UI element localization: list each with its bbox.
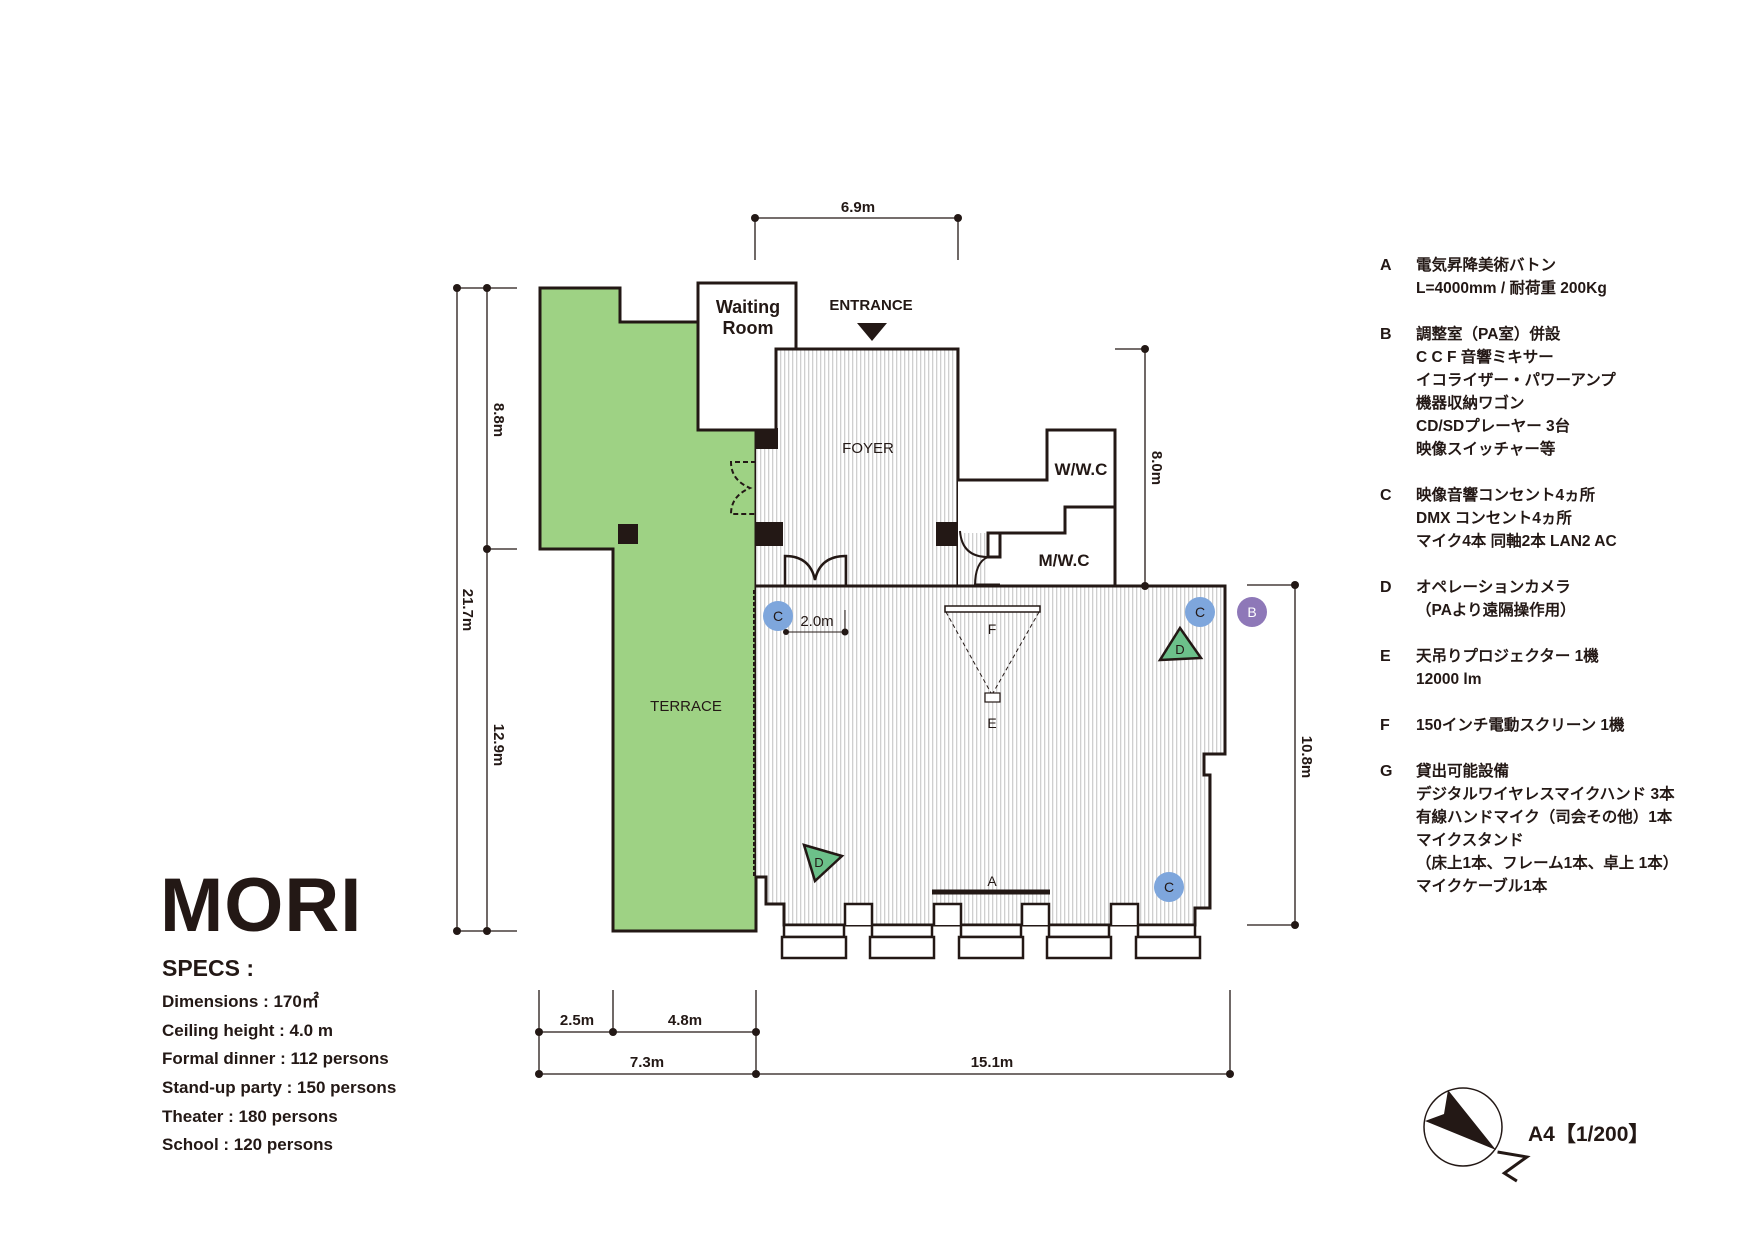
legend-item-f: F 150インチ電動スクリーン 1機: [1380, 717, 1625, 734]
column: [618, 524, 638, 544]
spec-formal-dinner: Formal dinner : 112 persons: [162, 1049, 389, 1069]
screen-f: [944, 605, 1041, 613]
svg-text:C: C: [773, 608, 783, 624]
spec-standup-party: Stand-up party : 150 persons: [162, 1078, 397, 1098]
window-bays: [780, 902, 1202, 960]
waiting-room-label-2: Room: [723, 318, 774, 338]
hall-door: [783, 554, 848, 586]
legend-item-c: C 映像音響コンセント4ヵ所 DMX コンセント4ヵ所 マイク4本 同軸2本 L…: [1380, 487, 1617, 550]
dim-right-lower: 10.8m: [1298, 736, 1315, 779]
terrace-label: TERRACE: [650, 698, 722, 715]
dim-bottom-c: 7.3m: [630, 1054, 664, 1071]
legend-item-e: E 天吊りプロジェクター 1機 12000 lm: [1380, 648, 1599, 688]
dimension-dots: [453, 214, 1299, 1078]
dim-inner: 2.0m: [800, 613, 833, 630]
specs-panel: SPECS : Dimensions : 170㎡ Ceiling height…: [162, 955, 396, 1160]
svg-text:C: C: [1195, 604, 1205, 620]
men-wc-label: M/W.C: [1039, 551, 1090, 570]
dim-left-outer: 21.7m: [459, 589, 476, 632]
dim-top: 6.9m: [841, 199, 875, 216]
entrance-label: ENTRANCE: [829, 297, 912, 314]
legend-item-a: A 電気昇降美術バトン L=4000mm / 耐荷重 200Kg: [1380, 257, 1607, 297]
legend-item-g: G 貸出可能設備 デジタルワイヤレスマイクハンド 3本 有線ハンドマイク（司会そ…: [1380, 763, 1679, 895]
dim-bottom-b: 4.8m: [668, 1012, 702, 1029]
foyer-area: FOYER: [729, 347, 960, 586]
marker-c: C: [763, 601, 793, 631]
svg-text:B: B: [1247, 604, 1256, 620]
legend-item-b: B 調整室（PA室）併設 C C F 音響ミキサー イコライザー・パワーアンプ …: [1380, 326, 1616, 458]
svg-text:D: D: [814, 855, 823, 870]
dim-bottom-a: 2.5m: [560, 1012, 594, 1029]
legend-item-d: D オペレーションカメラ （PAより遠隔操作用）: [1380, 579, 1576, 619]
scale-label: A4【1/200】: [1528, 1123, 1650, 1146]
terrace-door: [729, 461, 756, 515]
column: [936, 522, 958, 546]
specs-heading: SPECS :: [162, 955, 255, 981]
main-hall: F E A C C C B D D: [753, 584, 1267, 960]
restrooms: W/W.C M/W.C: [958, 428, 1117, 589]
svg-text:D: D: [1175, 642, 1184, 657]
north-arrow-icon: [1423, 1087, 1531, 1183]
spec-dimensions: Dimensions : 170㎡: [162, 992, 319, 1011]
marker-a-label: A: [987, 873, 997, 889]
marker-b: B: [1237, 597, 1267, 627]
foyer-label: FOYER: [842, 440, 894, 457]
waiting-room-label: Waiting: [716, 297, 780, 317]
spec-theater: Theater : 180 persons: [162, 1106, 338, 1126]
column: [756, 522, 783, 546]
marker-f-label: F: [988, 621, 997, 637]
projector-e: [984, 692, 1001, 703]
waiting-room: Waiting Room: [696, 281, 798, 432]
column: [756, 428, 778, 449]
svg-text:C: C: [1164, 879, 1174, 895]
marker-d: D: [1157, 625, 1204, 662]
dim-left-upper: 8.8m: [490, 403, 507, 437]
spec-school: School : 120 persons: [162, 1135, 333, 1155]
entrance-arrow-icon: [857, 323, 887, 341]
venue-title: MORI: [160, 863, 363, 948]
marker-c: C: [1154, 872, 1184, 902]
equipment-legend: A 電気昇降美術バトン L=4000mm / 耐荷重 200Kg B 調整室（P…: [1380, 254, 1750, 921]
marker-c: C: [1185, 597, 1215, 627]
marker-e-label: E: [987, 715, 996, 731]
spec-ceiling-height: Ceiling height : 4.0 m: [162, 1020, 333, 1040]
women-wc-label: W/W.C: [1055, 460, 1108, 479]
dim-left-lower: 12.9m: [490, 724, 507, 767]
entrance-marker: ENTRANCE: [829, 297, 913, 341]
dim-right-upper: 8.0m: [1148, 451, 1165, 485]
marker-d: D: [802, 843, 845, 884]
dim-bottom-d: 15.1m: [971, 1054, 1014, 1071]
